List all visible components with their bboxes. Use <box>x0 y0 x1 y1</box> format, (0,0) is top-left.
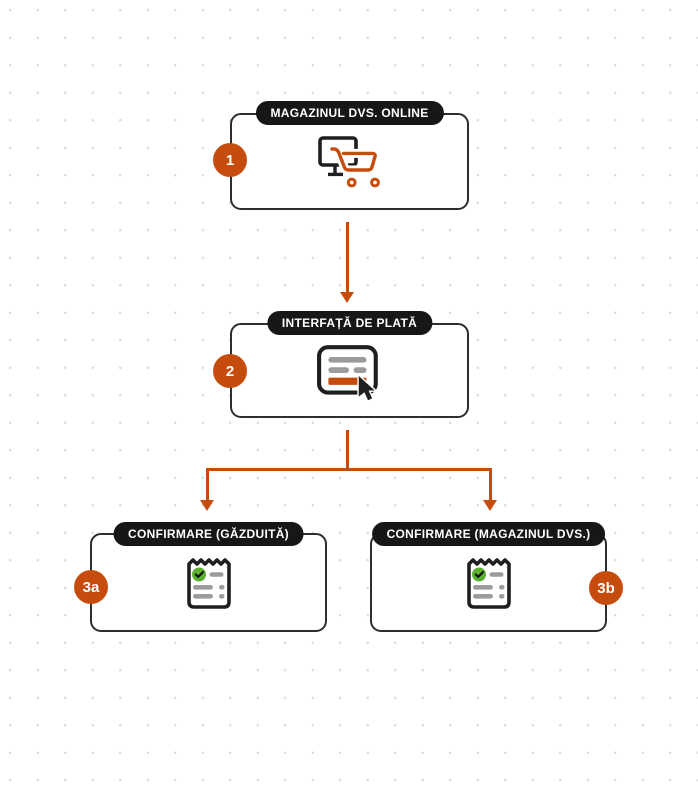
edge-to-confirm-hosted-arrowhead <box>200 500 214 511</box>
edge-to-confirm-store-arrowhead <box>483 500 497 511</box>
node-confirm-hosted-box: CONFIRMARE (GĂZDUITĂ) 3a <box>74 522 327 632</box>
node-confirm-hosted-step-badge: 3a <box>74 570 108 604</box>
node-store-box: MAGAZINUL DVS. ONLINE 1 <box>213 101 469 210</box>
payment-form-cursor-icon <box>232 325 467 416</box>
edge-payment-split-stem <box>346 430 349 471</box>
edge-store-to-payment-arrowhead <box>340 292 354 303</box>
edge-to-confirm-hosted-line <box>206 468 209 501</box>
node-payment-label-pill: INTERFAȚĂ DE PLATĂ <box>266 311 433 335</box>
node-confirm-store-box: CONFIRMARE (MAGAZINUL DVS.) 3b <box>370 522 623 632</box>
receipt-check-icon <box>372 535 605 630</box>
receipt-check-icon <box>92 535 325 630</box>
node-confirm-store-step-badge: 3b <box>589 571 623 605</box>
node-store-label-pill: MAGAZINUL DVS. ONLINE <box>255 101 444 125</box>
node-confirm-store-label-pill: CONFIRMARE (MAGAZINUL DVS.) <box>371 522 606 546</box>
node-confirm-hosted-label-pill: CONFIRMARE (GĂZDUITĂ) <box>113 522 304 546</box>
node-store-step-badge: 1 <box>213 143 247 177</box>
monitor-cart-icon <box>232 115 467 208</box>
edge-store-to-payment-line <box>346 222 349 293</box>
node-payment-step-badge: 2 <box>213 354 247 388</box>
node-payment-box: INTERFAȚĂ DE PLATĂ 2 <box>213 311 469 418</box>
edge-to-confirm-store-line <box>489 468 492 501</box>
edge-payment-split-hline <box>206 468 492 471</box>
